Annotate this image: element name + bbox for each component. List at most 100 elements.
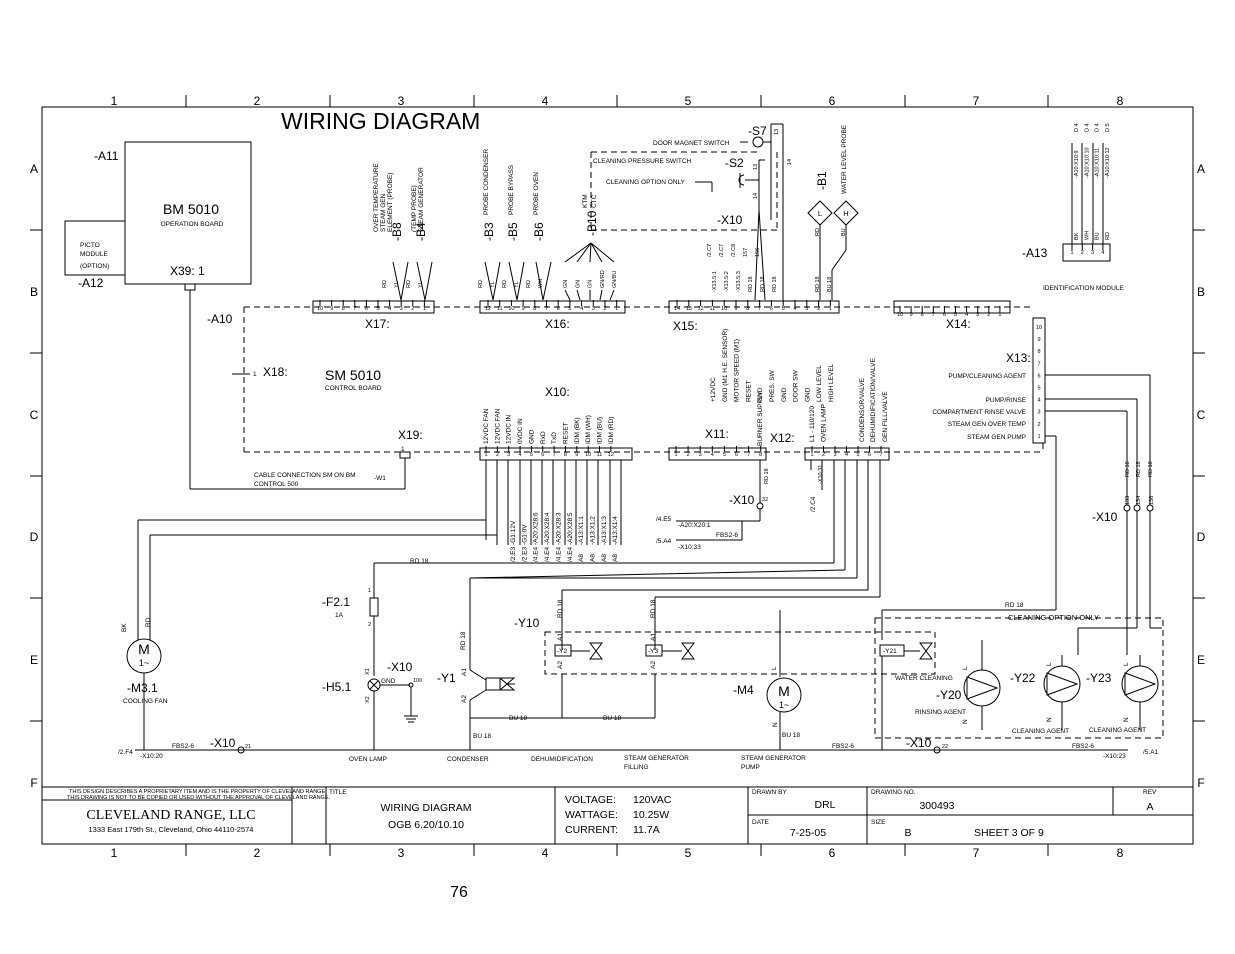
svg-text:-B6: -B6	[532, 222, 546, 241]
pin-x14: 8	[921, 312, 924, 318]
svg-text:STEAM GENERATOR: STEAM GENERATOR	[741, 755, 806, 762]
pin-x11: 2	[687, 452, 690, 458]
svg-text:WIRING DIAGRAM: WIRING DIAGRAM	[381, 802, 472, 814]
pin-x14: 7	[932, 312, 935, 318]
lamp-h51: -H5.1 X1 X2 -X10 GND 100	[322, 660, 422, 750]
svg-text:DEHUMIDIFICATION: DEHUMIDIFICATION	[531, 756, 593, 763]
svg-text:-X10:20: -X10:20	[140, 753, 163, 760]
svg-text:RD: RD	[145, 617, 152, 627]
svg-text:RD 18: RD 18	[557, 599, 564, 618]
pin-x10: 2	[496, 452, 499, 458]
wire-color: RD	[478, 280, 484, 288]
svg-text:-X10: -X10	[906, 736, 932, 750]
svg-text:X1: X1	[365, 668, 371, 675]
grid-left: A B C D E F	[30, 162, 42, 790]
svg-text:DRAWING NO.: DRAWING NO.	[871, 789, 916, 796]
pin-x15: 13	[686, 306, 692, 312]
wire-color: RD	[382, 280, 388, 288]
sensor-b3: -B3	[482, 222, 501, 301]
svg-text:-M3.1: -M3.1	[127, 681, 158, 695]
svg-text:FILLING: FILLING	[624, 764, 649, 771]
pin-x16: 7	[545, 306, 548, 312]
pin-x11: 5	[723, 452, 726, 458]
valve-group-y10: -Y10 RD 18 RD 18 A1 A2 A1 A2 -Y2 -Y3 -Y2…	[470, 599, 936, 750]
grid-right: A B C D E F	[1193, 162, 1206, 790]
a13-ref: -A10:X10:9	[1074, 150, 1080, 178]
sensor-desc: PROBE CONDENSER	[483, 149, 490, 215]
svg-text:RD 18: RD 18	[764, 468, 770, 484]
connector-x13: X13:	[1006, 317, 1046, 444]
svg-text:B: B	[30, 285, 38, 299]
x10-ref: -A20:X28:3	[555, 512, 562, 545]
sensor-desc: KTM	[582, 194, 589, 208]
svg-text:-B1: -B1	[815, 171, 829, 190]
svg-text:COOLING FAN: COOLING FAN	[123, 698, 168, 705]
svg-text:F: F	[30, 776, 37, 790]
svg-text:13: 13	[774, 129, 780, 135]
x13-label: STEAM GEN OVER TEMP	[948, 421, 1026, 428]
x10-sheet: A8	[578, 554, 585, 562]
svg-text:MODULE: MODULE	[80, 251, 108, 258]
pin-x15: 8	[746, 306, 749, 312]
board-a11: -A11 BM 5010 OPERATION BOARD X39: 1	[94, 141, 405, 490]
pin-x12: 6	[868, 452, 871, 458]
svg-text:-X10:33: -X10:33	[678, 544, 701, 551]
svg-text:WATTAGE:: WATTAGE:	[565, 809, 618, 821]
x10-label: 12VDC FAN	[483, 408, 490, 444]
sensor-b5: -B5	[506, 222, 525, 301]
svg-text:A1: A1	[461, 668, 468, 676]
svg-text:BU 18: BU 18	[509, 715, 527, 722]
sensor-b6: -B6	[532, 222, 552, 301]
wire-ref: RD 18	[748, 276, 754, 292]
svg-text:14: 14	[753, 193, 759, 199]
svg-text:L: L	[771, 666, 778, 670]
pin-x15: 5	[782, 306, 785, 312]
pin-x15: 4	[793, 306, 796, 312]
svg-text:4: 4	[542, 846, 549, 860]
wire-color: GN	[563, 280, 569, 288]
pin-x10: 12	[608, 452, 614, 458]
svg-text:2: 2	[368, 622, 371, 628]
wire-color: RD	[502, 280, 508, 288]
x15-label: HIGH LEVEL	[828, 363, 835, 402]
pin-x13: 1	[1037, 434, 1040, 440]
x12-label: GEN FILL/VALVE	[882, 391, 889, 442]
svg-text:RD 18: RD 18	[410, 558, 429, 565]
a13-ref: D 4	[1074, 123, 1080, 132]
svg-text:-B4: -B4	[414, 222, 428, 241]
pin-x15: 11	[710, 306, 716, 312]
sensor-desc: STEAM GENERATOR	[418, 167, 425, 232]
sensor-desc: PROBE OVEN	[533, 172, 540, 215]
svg-text:A1: A1	[557, 633, 564, 641]
svg-text:OPERATION BOARD: OPERATION BOARD	[161, 221, 224, 228]
wire-color: GN/BU	[612, 271, 618, 288]
x10-label: RxD	[540, 431, 547, 444]
svg-text:/2.C4: /2.C4	[810, 496, 817, 512]
svg-text:-X10:23: -X10:23	[1103, 753, 1126, 760]
motor-m31: M 1~ -M3.1 COOLING FAN	[123, 638, 168, 705]
pin-x10: 5	[530, 452, 533, 458]
svg-text:21: 21	[245, 744, 251, 750]
a13-ref: D 5	[1105, 123, 1111, 132]
pin-x15: 9	[734, 306, 737, 312]
wire-ref: /2.C8	[731, 244, 737, 257]
mid-x10-32: RD 18 -X10 32 /4.E5 -A20:X20:1 /5.A4 FBS…	[656, 460, 770, 551]
svg-text:-Y3: -Y3	[648, 648, 659, 655]
cleaning-option-group: CLEANING OPTION ONLY WATER CLEANING -Y20…	[874, 613, 1164, 739]
x10-label: RESET	[562, 422, 569, 444]
svg-text:-W1: -W1	[374, 475, 386, 482]
pin-x16: 6	[557, 306, 560, 312]
pin-x15: 2	[817, 306, 820, 312]
svg-text:1~: 1~	[779, 700, 789, 710]
col-4: 4	[542, 94, 549, 108]
svg-text:-H5.1: -H5.1	[322, 680, 352, 694]
svg-text:13: 13	[753, 164, 759, 170]
wire-color: GN	[588, 280, 594, 288]
svg-text:22: 22	[942, 744, 948, 750]
pin-x17: 10	[317, 306, 323, 312]
pin-x16: 4	[580, 306, 583, 312]
svg-text:-X10: -X10	[729, 493, 755, 507]
x10-label: TxD	[551, 432, 558, 444]
svg-text:CLEANING AGENT: CLEANING AGENT	[1089, 727, 1146, 734]
